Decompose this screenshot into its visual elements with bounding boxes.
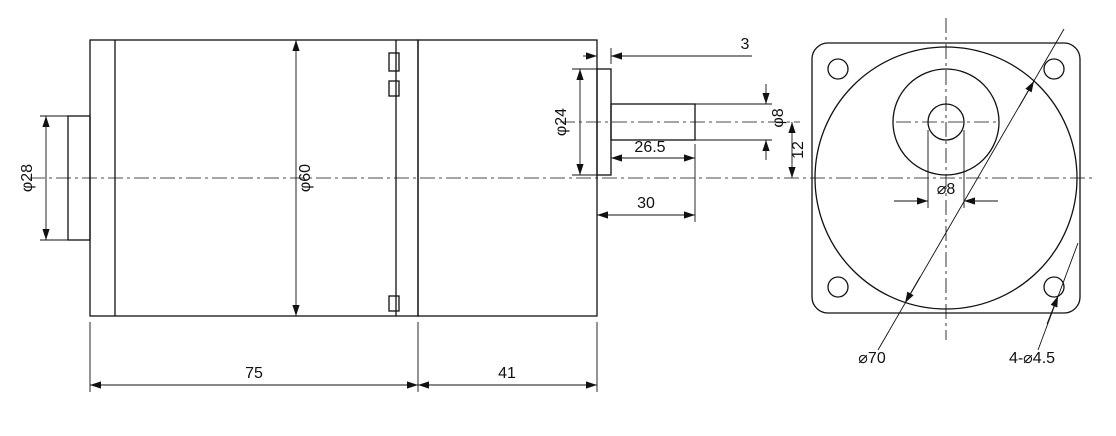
dim-label-gearbox-length: 41 [498,365,516,382]
dim-front-shaft-hole-dia: ⌀8 [894,130,998,208]
dim-rear-boss-dia: φ28 [19,115,68,241]
mount-hole [1043,58,1065,80]
dim-label-shaft-usable-length: 26.5 [634,139,665,156]
clip-tab [388,295,400,312]
dim-label-front-boss-length: 3 [741,36,750,53]
dim-pilot-circle-dia: ⌀70 [858,28,1065,367]
dim-front-boss-length: 3 [583,36,752,64]
dim-label-rear-boss-dia: φ28 [19,164,36,192]
dim-front-boss-dia: φ24 [553,68,597,176]
dim-gearbox-length: 41 [418,322,598,392]
dim-label-pilot-circle-dia: ⌀70 [858,350,886,367]
dim-shaft-axis-offset: 12 [788,122,807,178]
dim-label-body-length: 75 [245,365,263,382]
dim-shaft-length: 30 [597,144,696,222]
dim-body-dia: φ60 [292,40,314,316]
mount-hole [1043,276,1065,298]
dim-label-shaft-dia: φ8 [770,108,787,127]
dim-label-shaft-length: 30 [637,195,655,212]
dim-body-length: 75 [89,322,419,392]
dim-label-shaft-axis-offset: 12 [790,141,807,159]
mount-hole [827,276,849,298]
dim-shaft-usable-length: 26.5 [611,139,695,162]
side-view: φ28 φ60 75 41 φ24 3 [19,36,1096,392]
front-view: ⌀8 ⌀70 4-⌀4.5 [811,18,1081,367]
dim-label-front-boss-dia: φ24 [553,108,570,136]
dim-label-mounting-holes: 4-⌀4.5 [1009,350,1055,367]
mount-hole [827,58,849,80]
clip-tab [388,52,400,72]
dim-label-front-shaft-hole-dia: ⌀8 [937,181,956,198]
dim-shaft-dia: φ8 [695,84,787,160]
clip-tab [388,80,400,97]
dim-mounting-holes: 4-⌀4.5 [1009,242,1079,367]
dim-label-body-dia: φ60 [297,164,314,192]
